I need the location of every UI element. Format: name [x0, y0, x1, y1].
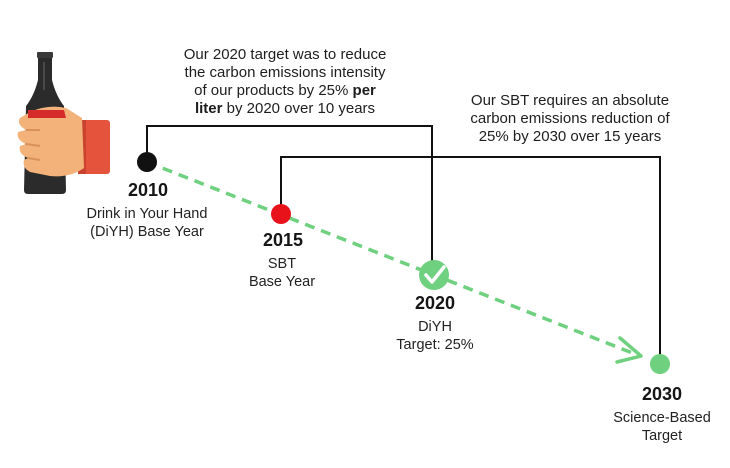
bottle-in-hand-icon — [17, 52, 110, 194]
note-text: by 2020 over 10 years — [226, 100, 376, 117]
note-line: 25% by 2030 over 15 years — [478, 128, 662, 145]
sbt-target-note: Our SBT requires an absolute carbon emis… — [440, 92, 700, 146]
note-line: the carbon emissions intensity — [184, 64, 386, 81]
year-2015: 2015 — [262, 230, 304, 250]
label-line: Base Year — [248, 274, 316, 290]
label-line: Drink in Your Hand — [86, 206, 208, 222]
marker-2015 — [271, 204, 291, 224]
label-line: DiYH — [418, 319, 452, 335]
note-line: liter by 2020 over 10 years — [150, 100, 420, 118]
milestone-label-2010: Drink in Your Hand (DiYH) Base Year — [62, 205, 232, 241]
year-2020: 2020 — [414, 293, 456, 313]
note-line: Our SBT requires an absolute — [470, 92, 670, 109]
note-line: of our products by 25% per — [150, 82, 420, 100]
label-line: Target — [641, 428, 683, 444]
note-bold-text: per — [352, 82, 376, 99]
arrowhead-icon — [615, 336, 643, 364]
note-line: Our 2020 target was to reduce — [183, 46, 387, 63]
checkmark-icon — [424, 265, 446, 284]
note-line: carbon emissions reduction of — [470, 110, 670, 127]
marker-2020 — [419, 260, 449, 290]
year-2030: 2030 — [641, 384, 683, 404]
diyh-target-note: Our 2020 target was to reduce the carbon… — [150, 46, 420, 118]
trend-line — [146, 160, 641, 358]
milestone-label-2030: Science-Based Target — [597, 409, 727, 445]
connector-2015-2030 — [280, 156, 661, 364]
note-bold-text: liter — [194, 100, 223, 117]
year-2010: 2010 — [127, 180, 169, 200]
label-line: Science-Based — [613, 410, 711, 426]
label-line: SBT — [267, 256, 297, 272]
milestone-label-2020: DiYH Target: 25% — [375, 318, 495, 354]
marker-2030 — [650, 354, 670, 374]
note-text: of our products by 25% — [194, 82, 349, 99]
label-line: (DiYH) Base Year — [90, 224, 204, 240]
milestone-label-2015: SBT Base Year — [232, 255, 332, 291]
label-line: Target: 25% — [396, 337, 474, 353]
connector-2010-2020 — [146, 125, 433, 275]
marker-2010 — [137, 152, 157, 172]
